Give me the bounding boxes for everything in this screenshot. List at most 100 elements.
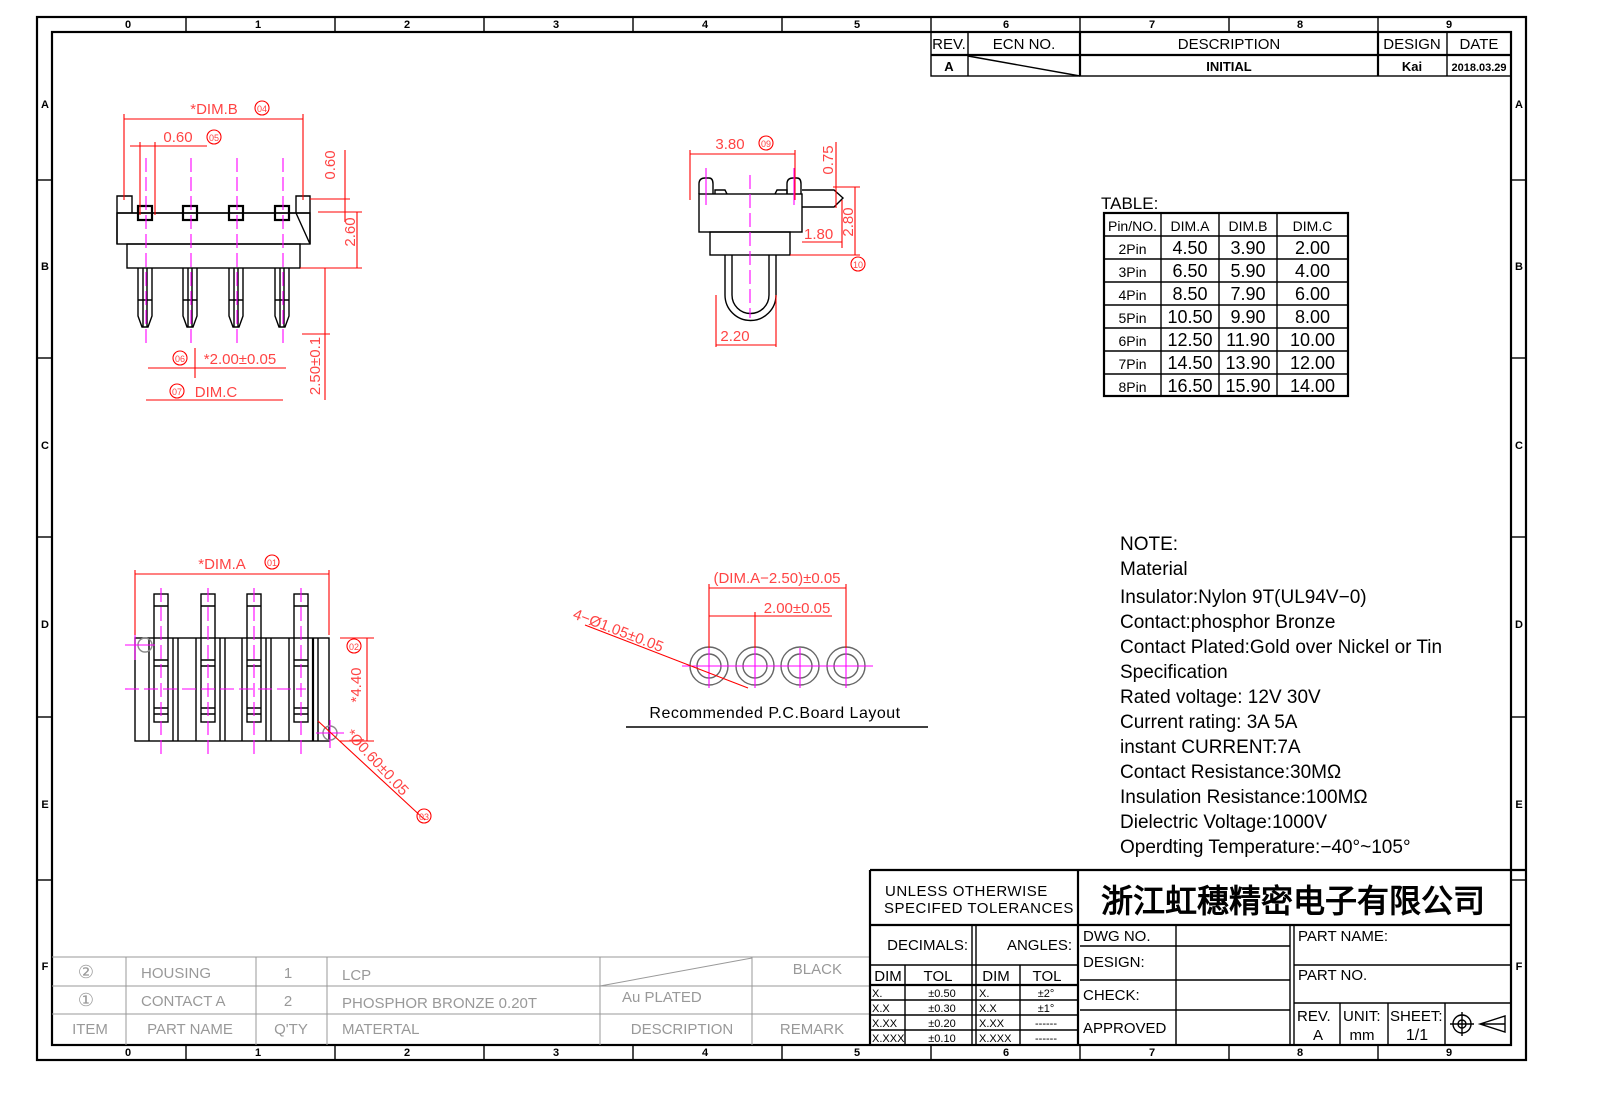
part-name-label: PART NAME: — [1298, 928, 1388, 945]
bom-header-description: DESCRIPTION — [631, 1021, 734, 1038]
angle-dim: X. — [979, 988, 989, 1000]
part-no-label: PART NO. — [1298, 967, 1367, 984]
decimal-dim: X.X — [872, 1003, 890, 1015]
note-line: NOTE: — [1120, 534, 1178, 555]
design-label: DESIGN: — [1083, 954, 1145, 971]
angle-tol: ±2° — [1038, 988, 1055, 1000]
rev-value: A — [944, 59, 954, 74]
pin-width-label: 0.60 — [163, 129, 192, 146]
bom-header-qty: Q'TY — [274, 1021, 308, 1038]
table-cell: 16.50 — [1167, 376, 1212, 396]
pcb-hole — [728, 646, 782, 688]
bom-qty: 1 — [284, 965, 292, 982]
pcb-hole-label: 4−Ø1.05±0.05 — [571, 606, 666, 656]
dim-a-label: *DIM.A — [198, 556, 246, 573]
table-cell: 3.90 — [1230, 238, 1265, 258]
decimal-dim: X.XX — [872, 1018, 898, 1030]
table-row-pin-count: 6Pin — [1118, 333, 1146, 349]
table-row-pin-count: 7Pin — [1118, 356, 1146, 372]
note-line: Contact Plated:Gold over Nickel or Tin — [1120, 637, 1442, 658]
note-line: Dielectric Voltage:1000V — [1120, 812, 1327, 833]
side-view: 3.80 09 0.75 1.80 2.80 10 2.20 — [689, 135, 866, 347]
angle-dim-header: DIM — [982, 968, 1010, 985]
zone-column-bottom: 3 — [553, 1047, 559, 1059]
pcb-pitch-label: 2.00±0.05 — [764, 600, 831, 617]
bom-item: ② — [78, 962, 94, 982]
peg-diameter-label: *Ø0.60±0.05 — [342, 726, 412, 799]
unit-value: mm — [1350, 1027, 1375, 1044]
bom-material: PHOSPHOR BRONZE 0.20T — [342, 995, 537, 1012]
bom-part-name: HOUSING — [141, 965, 211, 982]
contact-pin — [148, 588, 179, 756]
table-cell: 6.00 — [1295, 284, 1330, 304]
table-row-pin-count: 5Pin — [1118, 310, 1146, 326]
table-cell: 7.90 — [1230, 284, 1265, 304]
decimal-tol: ±0.50 — [928, 988, 955, 1000]
pin-span-label: 2.20 — [720, 328, 749, 345]
note-line: Insulation Resistance:100MΩ — [1120, 787, 1368, 808]
zone-column-top: 7 — [1149, 19, 1155, 31]
zone-row-right: D — [1515, 619, 1523, 631]
zone-row-left: E — [41, 799, 48, 811]
ecn-header: ECN NO. — [993, 36, 1056, 53]
bom-row: ② HOUSING 1 LCP BLACK — [78, 961, 842, 984]
table-row-pin-count: 3Pin — [1118, 264, 1146, 280]
zone-column-bottom: 5 — [854, 1047, 860, 1059]
body-height-label: 2.60 — [342, 217, 359, 246]
table-cell: 9.90 — [1230, 307, 1265, 327]
decimal-tol: ±0.30 — [928, 1003, 955, 1015]
decimals-label: DECIMALS: — [887, 937, 968, 954]
pin-width-tag: 05 — [209, 133, 219, 143]
table-cell: 8.50 — [1172, 284, 1207, 304]
bom-material: LCP — [342, 967, 371, 984]
table-cell: 4.50 — [1172, 238, 1207, 258]
decimal-tol: ±0.10 — [928, 1033, 955, 1045]
zone-column-bottom: 0 — [125, 1047, 131, 1059]
angle-tol: ------ — [1035, 1018, 1057, 1030]
table-cell: 6.50 — [1172, 261, 1207, 281]
bom-remark: BLACK — [793, 961, 842, 978]
table-row-pin-count: 4Pin — [1118, 287, 1146, 303]
table-header: DIM.A — [1171, 218, 1211, 234]
zone-column-bottom: 8 — [1297, 1047, 1303, 1059]
table-header: DIM.C — [1293, 218, 1333, 234]
angle-tol: ±1° — [1038, 1003, 1055, 1015]
pcb-hole — [819, 646, 873, 688]
note-line: Current rating: 3A 5A — [1120, 712, 1298, 733]
contact-pin — [273, 158, 291, 345]
angle-dim: X.XXX — [979, 1033, 1012, 1045]
note-line: Contact Resistance:30MΩ — [1120, 762, 1341, 783]
pitch-label: *2.00±0.05 — [204, 351, 276, 368]
table-cell: 13.90 — [1225, 353, 1270, 373]
zone-row-right: A — [1515, 99, 1523, 111]
zone-row-left: D — [41, 619, 49, 631]
note-line: Specification — [1120, 662, 1228, 683]
tolerance-note-line1: UNLESS OTHERWISE — [885, 883, 1048, 900]
front-view: *DIM.B 04 0.60 05 0.60 2.60 2.50±0.1 06 … — [116, 100, 362, 401]
bom-header-material: MATERTAL — [342, 1021, 420, 1038]
side-width-tag: 09 — [761, 139, 771, 149]
table-header: Pin/NO. — [1108, 218, 1157, 234]
zone-column-top: 6 — [1003, 19, 1009, 31]
date-header: DATE — [1460, 36, 1499, 53]
revision-block: REV. ECN NO. DESCRIPTION DESIGN DATE A I… — [930, 31, 1512, 77]
unit-label: UNIT: — [1343, 1008, 1381, 1025]
table-row-pin-count: 2Pin — [1118, 241, 1146, 257]
dim-a-tag: 01 — [267, 558, 277, 568]
note-line: instant CURRENT:7A — [1120, 737, 1301, 758]
bom-header-remark: REMARK — [780, 1021, 844, 1038]
dim-b-label: *DIM.B — [190, 101, 238, 118]
zone-column-top: 5 — [854, 19, 860, 31]
contact-pin — [181, 158, 199, 345]
depth-tag: 02 — [349, 642, 359, 652]
zone-row-right: C — [1515, 440, 1523, 452]
table-cell: 12.00 — [1290, 353, 1335, 373]
table-cell: 11.90 — [1226, 330, 1270, 350]
zone-row-left: B — [41, 261, 49, 273]
pcb-hole — [773, 646, 827, 688]
